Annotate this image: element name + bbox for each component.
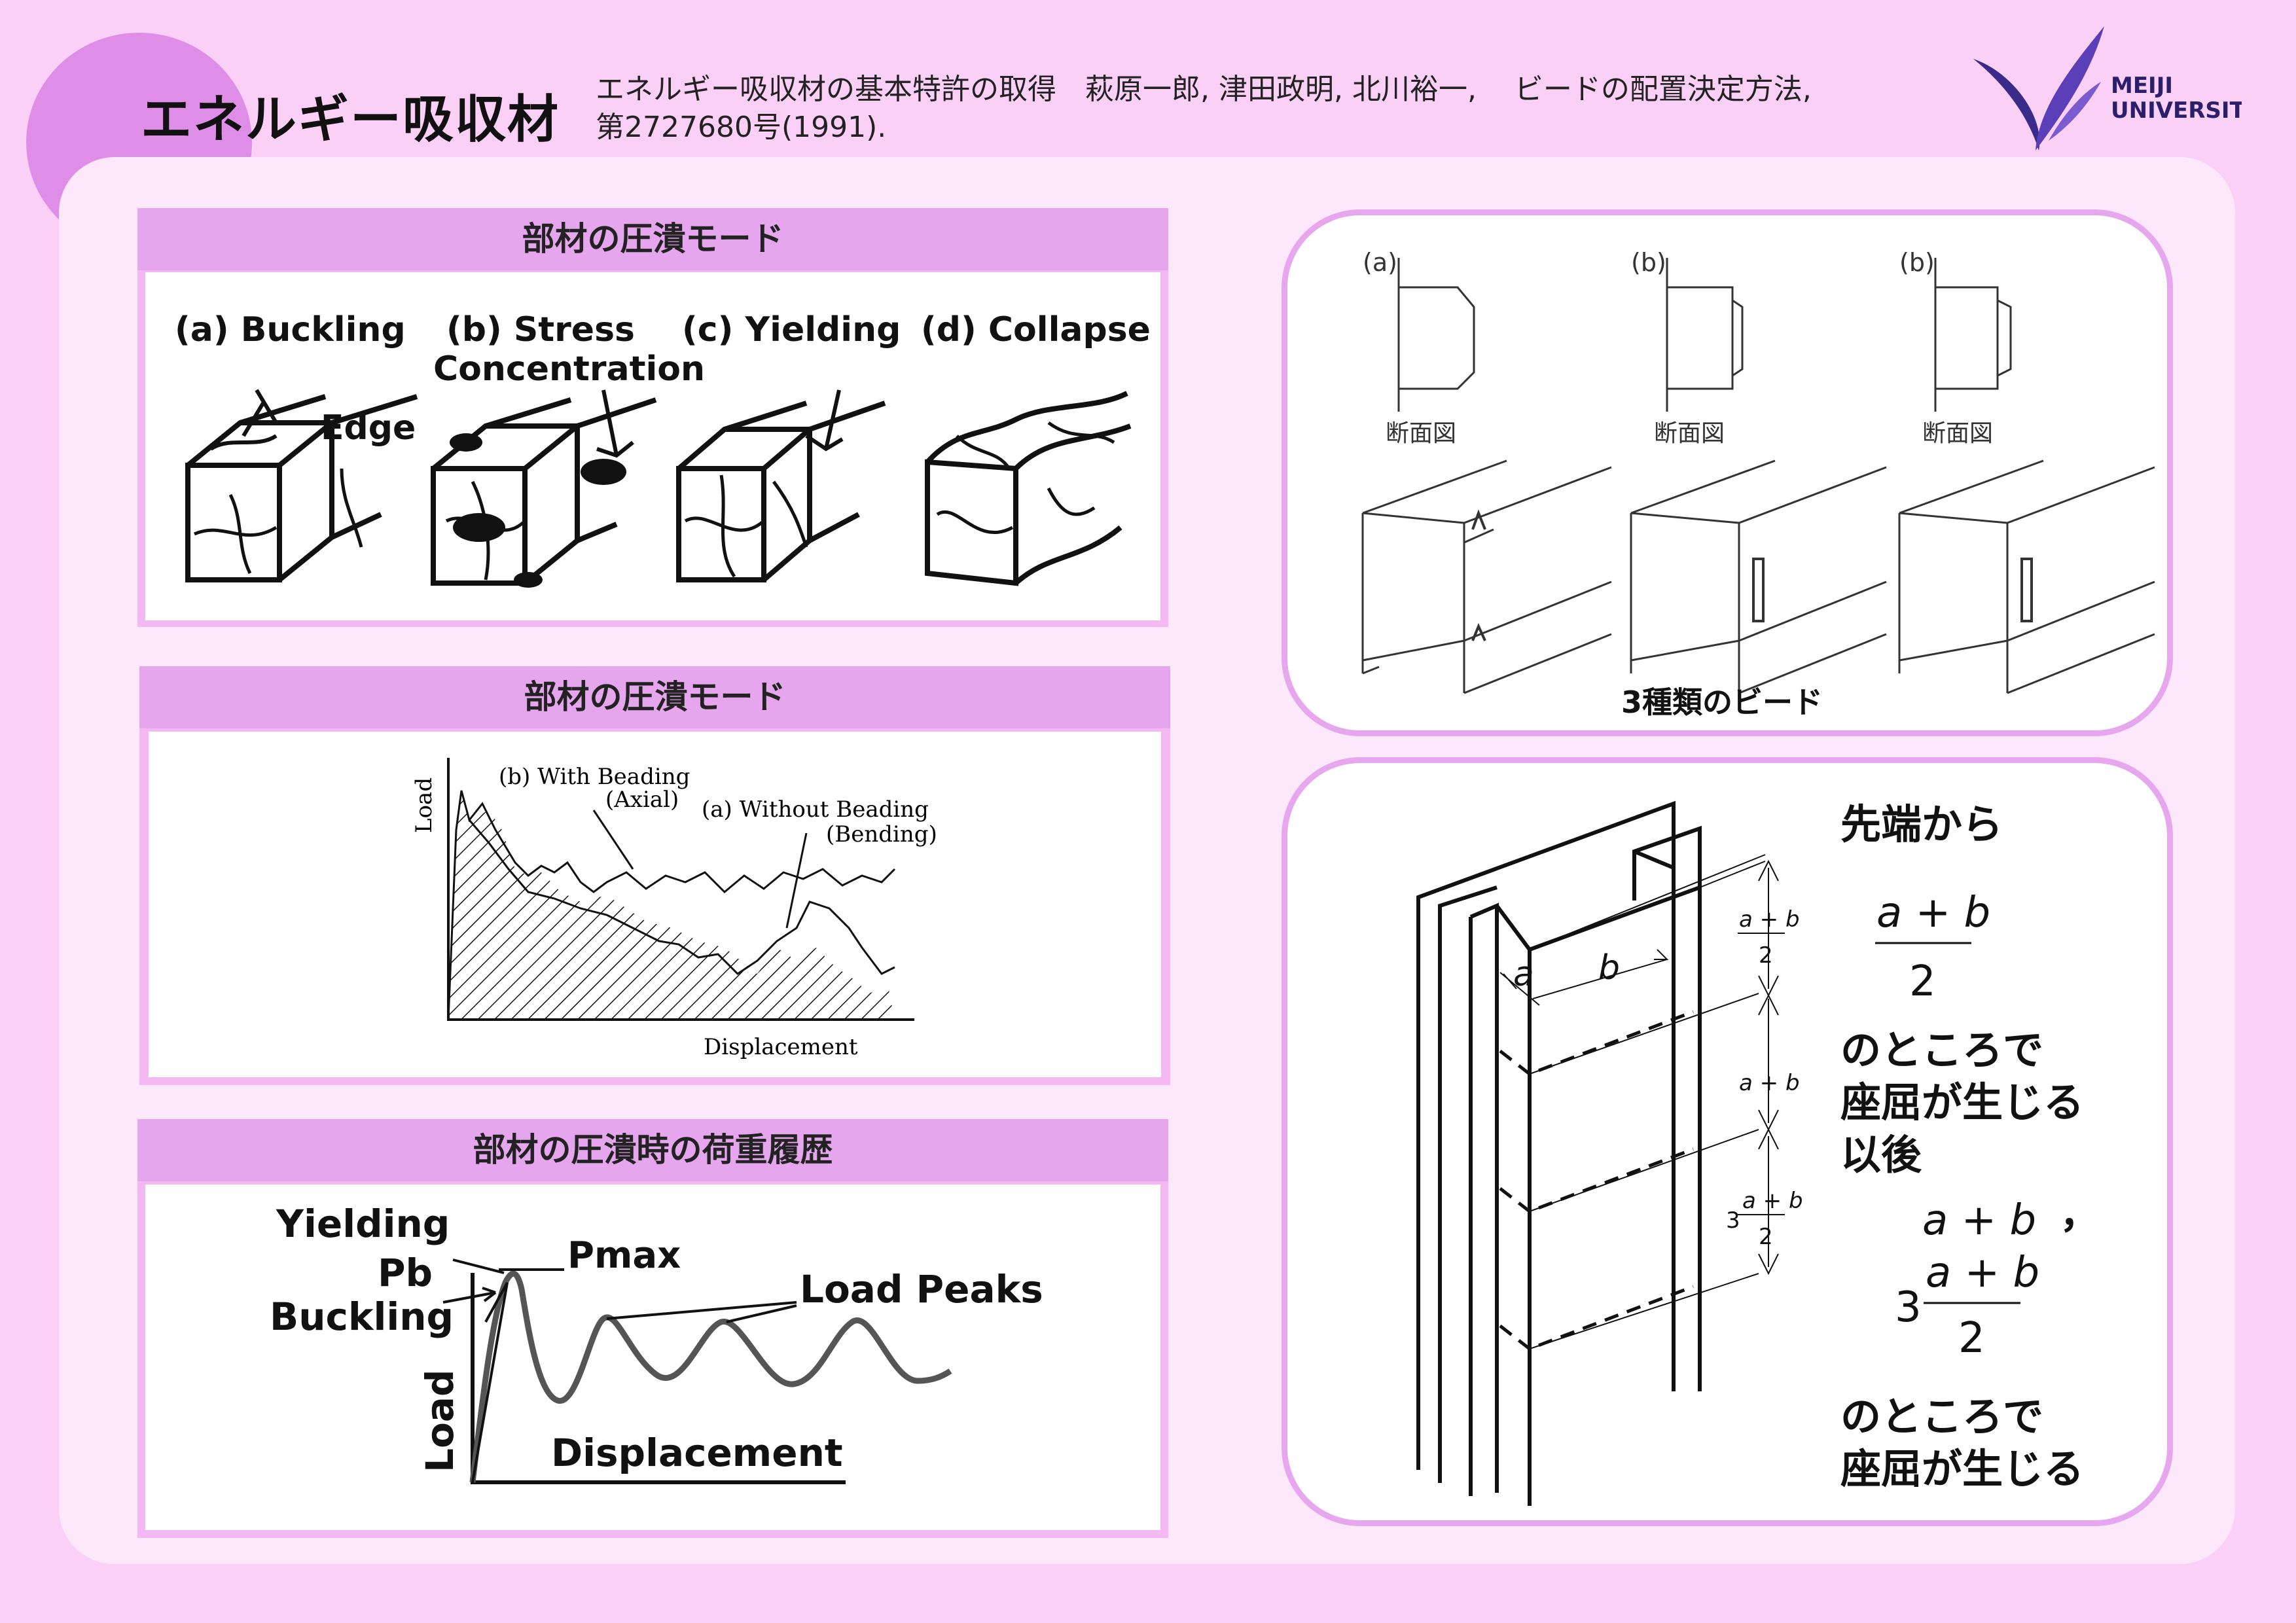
graph2-series-a-line1: (a) Without Beading (702, 796, 929, 823)
stress-concentration-box-sketch (431, 389, 657, 586)
graph3-load-curve (469, 1270, 952, 1483)
bead-label-a: (a) (1363, 248, 1397, 277)
graph3-pb-label: Pb (378, 1251, 433, 1295)
crush-mode-graph-panel: 部材の圧潰モード Load Displacement (b) With Bead… (139, 666, 1170, 1085)
crush-mode-title: 部材の圧潰モード (137, 208, 1168, 270)
dim3-coef: 3 (1726, 1207, 1740, 1234)
text-thereafter: 以後 (1840, 1131, 1922, 1179)
yielding-box-sketch (676, 389, 886, 582)
formula2: a + b (1922, 1196, 2036, 1245)
formula3-num: a + b (1926, 1249, 2039, 1297)
graph3-xlabel: Displacement (551, 1431, 843, 1475)
bead-label-b2: (b) (1899, 248, 1935, 277)
graph3-pointer-lines (442, 1258, 564, 1304)
logo-text-university: UNIVERSITY (2111, 98, 2242, 124)
buckling-box-sketch (185, 389, 418, 582)
bead-types-panel: (a) (b) (b) 断面図 断面図 断面図 3種類のビード (1282, 209, 2173, 736)
formula3-den: 2 (1958, 1314, 1985, 1363)
dim1-den: 2 (1759, 942, 1773, 969)
graph2-series-a-line2: (Bending) (826, 821, 937, 847)
label-edge: Edge (321, 408, 416, 448)
section-label-b2: 断面図 (1922, 420, 1993, 447)
graph2-ylabel: Load (411, 777, 437, 833)
load-history-panel: 部材の圧潰時の荷重履歴 Yielding Pb Buckling Pmax Lo… (137, 1119, 1168, 1538)
text-at-position-2: のところで (1840, 1393, 2043, 1440)
dim2-label: a + b (1739, 1070, 1800, 1096)
meiji-university-logo: MEIJI UNIVERSITY (1967, 20, 2261, 157)
stress-blobs (450, 433, 626, 588)
collapse-box-sketch (925, 391, 1132, 586)
crush-mode-panel: 部材の圧潰モード (a) Buckling (b) Stress Concent… (137, 208, 1168, 627)
text-from-tip: 先端から (1840, 800, 2003, 848)
label-buckling: (a) Buckling (175, 310, 406, 349)
dim-b-label: b (1598, 948, 1620, 988)
load-history-title: 部材の圧潰時の荷重履歴 (137, 1119, 1168, 1181)
crush-mode-illustration: (a) Buckling (b) Stress Concentration (c… (145, 272, 1160, 620)
graph3-pmax-label: Pmax (567, 1234, 681, 1277)
logo-text-meiji: MEIJI (2111, 73, 2173, 99)
text-comma: ， (2060, 1192, 2099, 1238)
graph2-series-b-line2: (Axial) (605, 787, 679, 813)
graph3-buckling-label: Buckling (270, 1294, 454, 1339)
dim1-num: a + b (1739, 906, 1800, 933)
label-yielding: (c) Yielding (682, 310, 901, 349)
citation-line-2: 第2727680号(1991). (596, 111, 887, 144)
graph3-peak-pointers (606, 1301, 797, 1323)
graph3-yielding-label: Yielding (276, 1202, 450, 1246)
dimension-lines (1499, 854, 1779, 1349)
graph2-series-b-line (447, 790, 896, 1020)
crush-mode-graph-title: 部材の圧潰モード (139, 666, 1170, 728)
graph2-series-a-line (468, 819, 895, 975)
label-collapse: (d) Collapse (921, 310, 1151, 349)
formula1-den: 2 (1909, 957, 1936, 1006)
load-history-graph: Yielding Pb Buckling Pmax Load Peaks Dis… (145, 1185, 1160, 1530)
section-label-a: 断面図 (1386, 420, 1456, 447)
crush-mode-graph: Load Displacement (b) With Beading (Axia… (149, 732, 1161, 1077)
page-title: エネルギー吸収材 (141, 90, 560, 149)
graph3-ylabel: Load (418, 1370, 462, 1472)
buckling-position-panel: a b a + b 2 a + b 3 a + b 2 先端から のところで 座… (1282, 757, 2173, 1526)
channel-member-drawing (1416, 800, 1702, 1506)
text-at-position-1: のところで (1840, 1026, 2043, 1074)
graph2-axes (447, 758, 914, 1021)
graph2-xlabel: Displacement (704, 1034, 858, 1060)
formula1-num: a + b (1876, 889, 1990, 937)
text-buckling-occurs-2: 座屈が生じる (1840, 1445, 2084, 1493)
label-stress: (b) Stress (446, 310, 635, 349)
citation-line-1: エネルギー吸収材の基本特許の取得 萩原一郎, 津田政明, 北川裕一, ビードの配… (596, 73, 1812, 106)
dim-a-label: a (1513, 955, 1534, 994)
dim3-num: a + b (1742, 1188, 1803, 1214)
dim3-den: 2 (1759, 1224, 1773, 1250)
section-label-b1: 断面図 (1654, 420, 1725, 447)
graph3-load-peaks-label: Load Peaks (800, 1267, 1043, 1311)
graph2-hatched-area (448, 791, 895, 1020)
citation: エネルギー吸収材の基本特許の取得 萩原一郎, 津田政明, 北川裕一, ビードの配… (596, 71, 1905, 147)
text-buckling-occurs-1: 座屈が生じる (1840, 1079, 2084, 1126)
bead-types-caption: 3種類のビード (1621, 685, 1823, 720)
bead-label-b1: (b) (1631, 248, 1666, 277)
bead-isometric-drawings (1361, 459, 2155, 694)
formula3-coef: 3 (1895, 1283, 1922, 1332)
graph2-series-b-line1: (b) With Beading (499, 764, 690, 790)
label-concentration: Concentration (433, 349, 705, 389)
section-drawings (1397, 258, 2012, 412)
